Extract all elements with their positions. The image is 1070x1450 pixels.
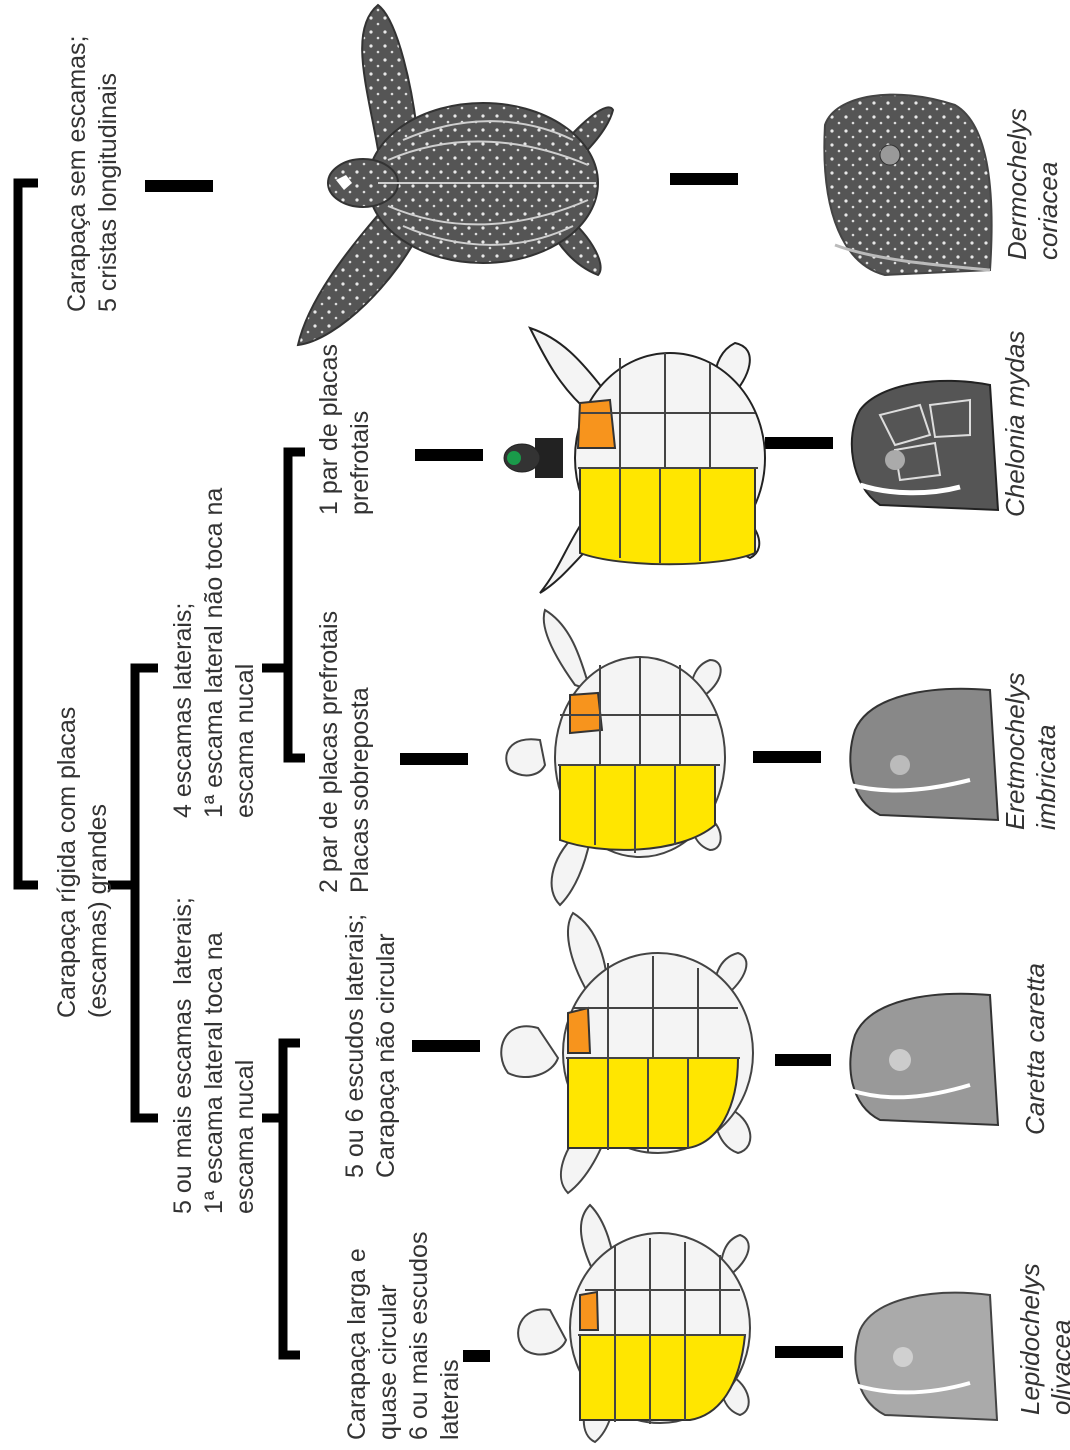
hard-shell-bracket bbox=[135, 668, 158, 1118]
dash-eretmochelys bbox=[400, 753, 468, 765]
clade-a-bracket bbox=[288, 452, 305, 758]
turtle-head-drawing-dermochelys bbox=[815, 85, 1000, 285]
species-dermochelys: Dermochelys coriacea bbox=[1002, 108, 1064, 260]
green-turtle-drawing bbox=[500, 318, 785, 598]
dash-caretta bbox=[412, 1040, 480, 1052]
hard-shell-group-label: Carapaça rígida com placas (escamas) gra… bbox=[52, 707, 114, 1018]
turtle-head-drawing-caretta bbox=[840, 985, 1000, 1130]
turtle-head-drawing-lepidochelys bbox=[845, 1285, 1000, 1425]
species-eretmochelys: Eretmochelys imbricata bbox=[1000, 673, 1062, 831]
leatherback-group-label: Carapaça sem escamas; 5 cristas longitud… bbox=[62, 35, 124, 312]
leatherback-turtle-drawing bbox=[228, 0, 658, 360]
dash-head-eretmochelys bbox=[753, 751, 821, 763]
clade-b-bracket bbox=[283, 1043, 300, 1355]
olive-ridley-turtle-drawing bbox=[500, 1200, 770, 1445]
clade-a-label: 4 escamas laterais; 1ª escama lateral nã… bbox=[168, 488, 261, 818]
hawksbill-turtle-drawing bbox=[480, 605, 745, 910]
dash-chelonia bbox=[415, 449, 483, 461]
species-lepidochelys: Lepidochelys olivacea bbox=[1015, 1263, 1070, 1415]
loggerhead-turtle-drawing bbox=[488, 908, 778, 1198]
trait-eretmochelys: 2 par de placas prefrotais Placas sobrep… bbox=[314, 611, 376, 893]
dash-lepidochelys bbox=[463, 1350, 490, 1362]
trait-caretta: 5 ou 6 escudos laterais; Carapaça não ci… bbox=[340, 914, 402, 1178]
dash-dermochelys bbox=[145, 180, 213, 192]
dash-head-caretta bbox=[775, 1054, 831, 1066]
trait-chelonia: 1 par de placas prefrotais bbox=[314, 344, 376, 515]
trait-lepidochelys: Carapaça larga e quase circular 6 ou mai… bbox=[342, 1232, 466, 1440]
species-chelonia: Chelonia mydas bbox=[1000, 331, 1031, 517]
root-bracket bbox=[18, 183, 38, 885]
species-caretta: Caretta caretta bbox=[1020, 963, 1051, 1135]
clade-b-label: 5 ou mais escamas laterais; 1ª escama la… bbox=[168, 897, 261, 1214]
turtle-head-drawing-chelonia bbox=[840, 375, 1000, 515]
turtle-head-drawing-eretmochelys bbox=[840, 680, 1000, 825]
dash-head-lepidochelys bbox=[775, 1346, 843, 1358]
dash-head-dermochelys bbox=[670, 173, 738, 185]
